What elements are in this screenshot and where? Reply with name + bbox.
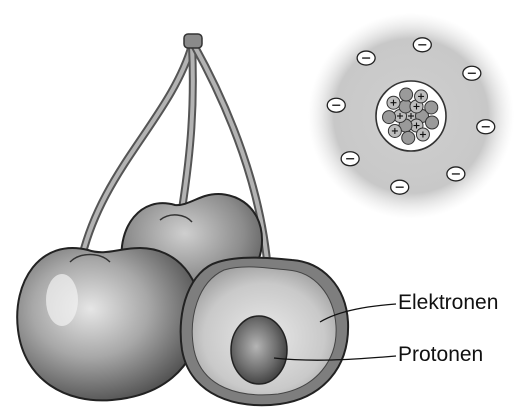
cherry-pit <box>231 316 287 384</box>
electron <box>341 152 359 166</box>
electron <box>447 167 465 181</box>
cherry-left-highlight <box>46 274 78 326</box>
electron <box>463 66 481 80</box>
neutron <box>383 111 396 124</box>
neutron <box>402 131 415 144</box>
neutron <box>400 88 413 101</box>
label-electrons: Elektronen <box>398 292 498 313</box>
proton <box>388 124 401 137</box>
stem-top <box>184 34 202 48</box>
electron <box>391 180 409 194</box>
electron <box>413 38 431 52</box>
atom-diagram <box>308 13 514 219</box>
proton <box>416 128 429 141</box>
cherry-left <box>17 248 200 400</box>
proton <box>415 90 428 103</box>
electron <box>477 120 495 134</box>
neutron <box>426 116 439 129</box>
label-protons: Protonen <box>398 344 483 365</box>
cherry-cut <box>181 258 348 406</box>
neutron <box>425 101 438 114</box>
proton <box>387 96 400 109</box>
electron <box>357 51 375 65</box>
electron <box>327 98 345 112</box>
